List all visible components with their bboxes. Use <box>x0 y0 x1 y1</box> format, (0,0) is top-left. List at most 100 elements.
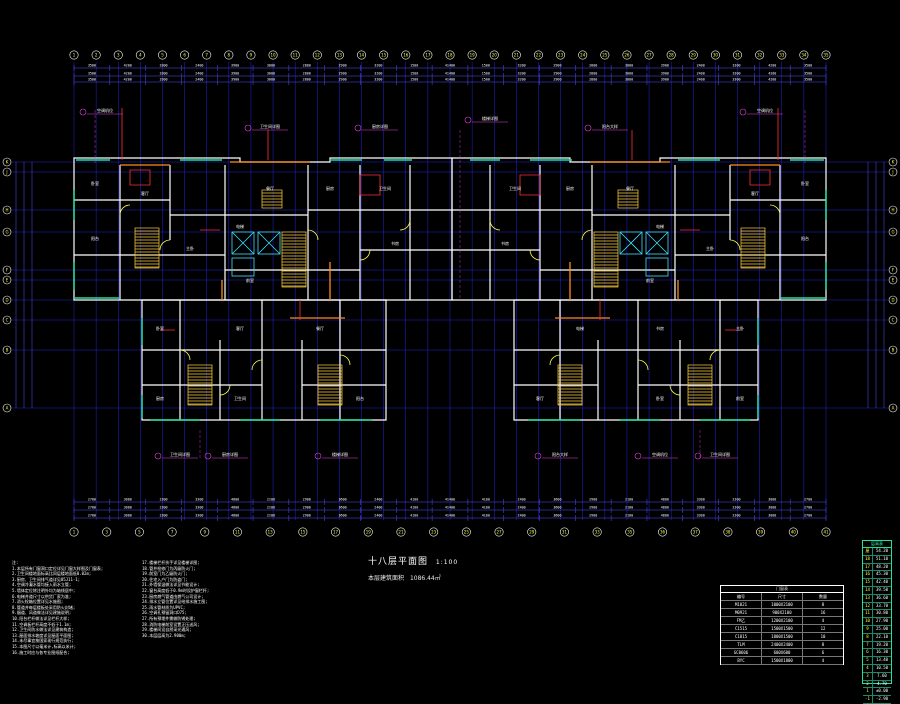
axis-bubble-bottom <box>461 527 471 537</box>
note-line: 25.雨水管材质为UPVC; <box>142 604 186 610</box>
dimension-bottom-3: 3000 <box>124 514 132 518</box>
axis-label-left: E <box>6 278 9 283</box>
level-floor: 6 <box>863 649 873 657</box>
dimension-bottom: 3600 <box>338 498 346 502</box>
level-floor: 18 <box>863 555 873 563</box>
level-elevation: 45.30 <box>875 571 889 577</box>
axis-label-right: F <box>892 268 895 273</box>
dimension-bottom: 2400 <box>374 498 382 502</box>
axis-label-bottom: 37 <box>693 530 699 535</box>
table-cell: 1200X2100 <box>761 617 802 624</box>
axis-bubble-bottom <box>788 527 798 537</box>
dimension-top-2: 2400 <box>697 72 705 76</box>
room-label: 电梯 <box>656 223 664 229</box>
level-floor: 13 <box>863 594 873 602</box>
dimension-bottom-2: 4100 <box>482 506 490 510</box>
note-line: 26.空调孔预留洞口D75; <box>142 610 187 616</box>
dimension-bottom: 41400 <box>445 498 455 502</box>
axis-bubble-bottom <box>821 527 831 537</box>
table-cell: 8 <box>802 641 843 648</box>
table-cell: 尺寸 <box>761 593 802 600</box>
callout-label: 厨房详图 <box>222 451 238 457</box>
note-line: 18.管井检修门为丙级防火门; <box>142 565 196 571</box>
axis-bubble-right <box>888 265 898 275</box>
room-label: 卫生间 <box>509 185 521 191</box>
dimension-bottom-3: 2100 <box>625 514 633 518</box>
dimension-bottom-2: 4800 <box>231 506 239 510</box>
note-line: 11.空调板栏杆高度不低于1.1m; <box>12 621 72 627</box>
dimension-bottom-2: 4100 <box>410 506 418 510</box>
dimension-top-2: 4200 <box>124 72 132 76</box>
axis-label-right: E <box>892 278 895 283</box>
callout-label: 厨房详图 <box>372 123 388 129</box>
dimension-bottom-2: 2100 <box>625 506 633 510</box>
axis-bubble-top <box>202 50 212 60</box>
note-line: 21.外墙保温做法详见节能设计; <box>142 582 200 588</box>
dimension-top: 3000 <box>625 64 633 68</box>
axis-bubble-right <box>888 205 898 215</box>
axis-bubble-bottom <box>494 527 504 537</box>
level-elevation: 10.50 <box>875 664 889 670</box>
axis-bubble-top <box>556 50 566 60</box>
axis-bubble-top <box>467 50 477 60</box>
axis-bubble-bottom <box>298 527 308 537</box>
axis-bubble-bottom <box>134 527 144 537</box>
axis-bubble-top <box>489 50 499 60</box>
axis-bubble-top <box>666 50 676 60</box>
level-elevation: 4.70 <box>877 680 887 686</box>
note-line: 24.排水立管位置详见给排水施工图; <box>142 599 208 605</box>
table-cell: M0921 <box>734 610 748 615</box>
note-line: 19.前室门为乙级防火门; <box>142 571 188 577</box>
dimension-top-2: 3200 <box>374 72 382 76</box>
dimension-top: 2900 <box>338 64 346 68</box>
note-line: 8.管道井每层楼板处采用防火封堵; <box>12 604 76 610</box>
axis-bubble-left <box>2 265 12 275</box>
callout-label: 楼梯详图 <box>332 451 348 457</box>
level-floor: 10 <box>863 618 873 625</box>
dimension-top-2: 3500 <box>804 72 812 76</box>
level-elevation: 27.90 <box>875 618 889 624</box>
axis-label-bottom: 7 <box>171 530 174 535</box>
axis-label-left: J <box>5 170 7 175</box>
dimension-bottom-3: 2300 <box>732 514 740 518</box>
axis-label-top: 6 <box>183 53 186 58</box>
axis-bubble-right <box>888 167 898 177</box>
note-line: 4.空调冷凝水管均接入雨水立管; <box>12 582 72 588</box>
axis-label-right: C <box>892 318 895 323</box>
axis-bubble-bottom <box>167 527 177 537</box>
note-line: 22.窗台高度低于0.9m时设护窗栏杆; <box>142 587 210 593</box>
level-elevation: 39.50 <box>875 586 889 592</box>
dimension-top: 3200 <box>518 64 526 68</box>
level-elevation: 7.60 <box>877 672 887 678</box>
axis-bubble-top <box>799 50 809 60</box>
drawing-title-text: 十八层平面图 <box>368 557 429 567</box>
fixtures <box>121 108 779 331</box>
axis-bubble-top <box>113 50 123 60</box>
level-elevation: 48.20 <box>875 563 889 569</box>
axis-bubble-top <box>268 50 278 60</box>
note-line: 3.厨房、卫生间排气道详见05J11-1; <box>12 576 81 582</box>
level-floor: 屋 <box>863 548 873 555</box>
level-floor: 14 <box>863 586 873 594</box>
table-cell: 1000X2100 <box>761 601 802 608</box>
axis-label-top: 32 <box>757 53 763 58</box>
axis-label-bottom: 17 <box>333 530 339 535</box>
axis-bubble-bottom <box>723 527 733 537</box>
dimension-bottom: 2100 <box>625 498 633 502</box>
axis-label-left: C <box>6 318 9 323</box>
axis-label-left: H <box>5 208 8 213</box>
room-label: 书房 <box>501 240 509 246</box>
axis-label-bottom: 1 <box>73 530 76 535</box>
level-row: 1±0.00 <box>863 688 891 697</box>
axis-label-bottom: 9 <box>204 530 207 535</box>
table-cell: FM乙 <box>736 618 746 623</box>
axis-label-top: 4 <box>139 53 142 58</box>
axis-label-top: 30 <box>713 53 719 58</box>
